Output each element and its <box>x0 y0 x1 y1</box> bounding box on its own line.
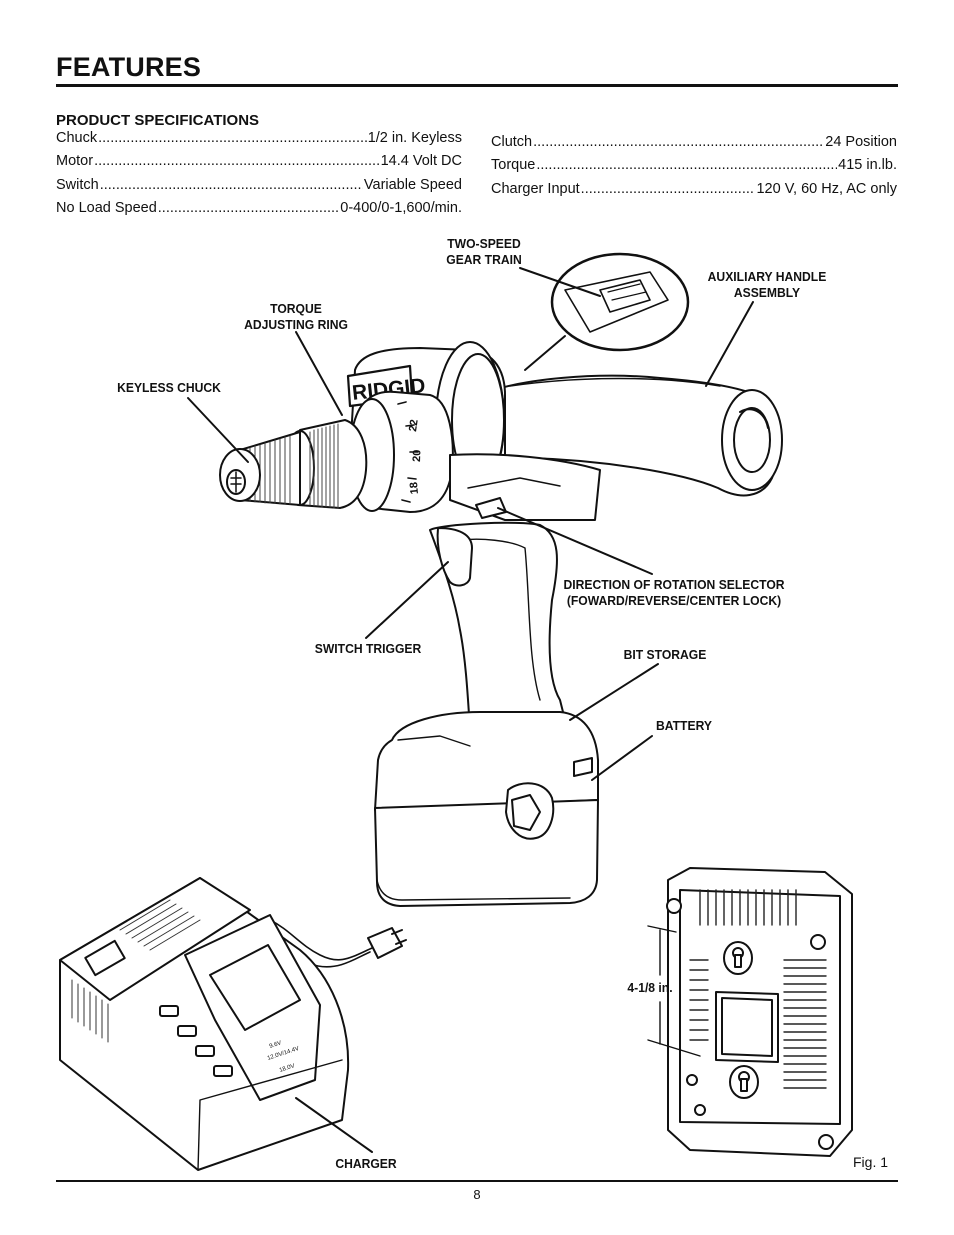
spec-label: Charger Input <box>491 180 580 197</box>
charger-voltage-1: 9.6V <box>269 1040 283 1050</box>
spec-label: No Load Speed <box>56 200 157 217</box>
charger-voltage-3: 18.0V <box>279 1063 296 1074</box>
torque-adjusting-ring: 22 20 18 <box>349 390 454 513</box>
spec-value: 1/2 in. Keyless <box>367 130 462 146</box>
battery-pack <box>374 711 599 907</box>
charger-drawing: 9.6V 12.0V/14.4V 18.0V <box>59 877 407 1171</box>
clutch-number-20: 20 <box>411 449 423 462</box>
drill-drawing: RIDGID 22 20 18 <box>219 252 783 907</box>
page-number: 8 <box>473 1187 481 1202</box>
spec-value: 0-400/0-1,600/min. <box>340 200 462 217</box>
clutch-number-22: 22 <box>407 419 421 433</box>
specs-right-column: Clutch 24 Position Torque 415 in.lb. Charg… <box>491 134 897 204</box>
spec-label: Motor <box>56 153 94 170</box>
callout-charger: CHARGER <box>335 1156 397 1171</box>
auxiliary-handle <box>479 374 783 497</box>
spec-row-switch: Switch Variable Speed <box>56 177 462 200</box>
keyless-chuck <box>219 419 368 509</box>
dimension-marker <box>647 925 701 1057</box>
spec-label: Torque <box>491 157 536 174</box>
spec-row-torque: Torque 415 in.lb. <box>491 157 897 180</box>
callout-dimension: 4-1/8 in. <box>627 980 673 995</box>
spec-row-chuck: Chuck 1/2 in. Keyless <box>56 130 462 153</box>
spec-row-no-load-speed: No Load Speed 0-400/0-1,600/min. <box>56 200 462 223</box>
page-title: FEATURES <box>56 52 202 82</box>
callout-keyless-chuck: KEYLESS CHUCK <box>117 380 221 395</box>
spec-label: Chuck <box>56 130 98 146</box>
callout-bit-storage: BIT STORAGE <box>623 647 707 662</box>
spec-value: Variable Speed <box>363 176 462 193</box>
specifications-heading: PRODUCT SPECIFICATIONS <box>56 112 260 129</box>
spec-label: Switch <box>56 176 99 193</box>
callout-battery: BATTERY <box>656 718 712 733</box>
footer-rule <box>56 1180 898 1182</box>
spec-value: 14.4 Volt DC <box>380 153 462 170</box>
clutch-number-18: 18 <box>408 482 421 495</box>
spec-value: 415 in.lb. <box>838 157 897 174</box>
title-rule <box>56 84 898 87</box>
callout-switch-trigger: SWITCH TRIGGER <box>314 641 422 656</box>
switch-trigger <box>436 527 473 587</box>
leader-lines <box>187 267 754 1153</box>
spec-value: 120 V, 60 Hz, AC only <box>756 180 897 197</box>
gear-train-inset <box>550 252 690 352</box>
callout-direction-selector: DIRECTION OF ROTATION SELECTOR(FOWARD/RE… <box>563 577 785 608</box>
specs-left-column: Chuck 1/2 in. Keyless Motor 14.4 Volt DC S… <box>56 130 462 224</box>
spec-label: Clutch <box>491 134 533 150</box>
spec-row-motor: Motor 14.4 Volt DC <box>56 153 462 176</box>
charger-back-drawing <box>666 867 853 1157</box>
figure-label: Fig. 1 <box>853 1154 889 1170</box>
spec-value: 24 Position <box>825 134 897 150</box>
spec-row-charger-input: Charger Input 120 V, 60 Hz, AC only <box>491 181 897 204</box>
spec-row-clutch: Clutch 24 Position <box>491 134 897 157</box>
